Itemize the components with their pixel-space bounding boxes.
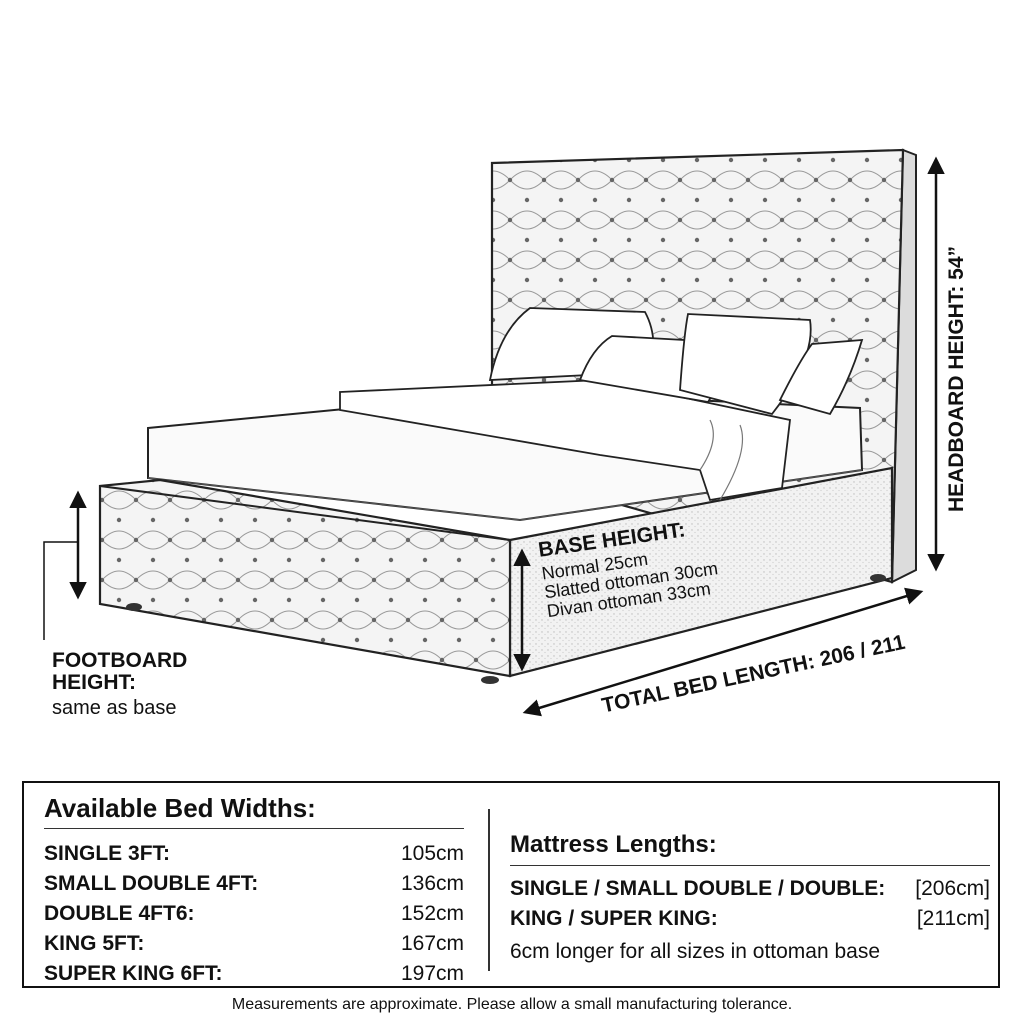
mattress-row: SINGLE / SMALL DOUBLE / DOUBLE: [206cm]	[510, 874, 990, 904]
mattress-name: KING / SUPER KING:	[510, 907, 718, 930]
footboard	[98, 478, 886, 684]
mattress-value: [206cm]	[915, 877, 990, 900]
width-name: SUPER KING 6FT:	[44, 962, 223, 985]
table-divider	[488, 809, 490, 971]
width-row: SUPER KING 6FT: 197cm	[44, 959, 464, 989]
width-name: DOUBLE 4FT6:	[44, 902, 195, 925]
mattress-value: [211cm]	[916, 907, 990, 930]
width-row: SINGLE 3FT: 105cm	[44, 839, 464, 869]
width-row: DOUBLE 4FT6: 152cm	[44, 899, 464, 929]
mattress-note: 6cm longer for all sizes in ottoman base	[510, 940, 881, 963]
footboard-height-label: FOOTBOARD HEIGHT:	[52, 649, 188, 695]
spec-table: Available Bed Widths: SINGLE 3FT: 105cm …	[22, 781, 1000, 988]
headboard-height-label: HEADBOARD HEIGHT: 54”	[945, 245, 968, 512]
width-name: SINGLE 3FT:	[44, 842, 171, 865]
footer-disclaimer: Measurements are approximate. Please all…	[231, 996, 793, 1013]
width-name: KING 5FT:	[44, 932, 145, 955]
mattress-name: SINGLE / SMALL DOUBLE / DOUBLE:	[510, 877, 886, 900]
width-value: 152cm	[400, 902, 464, 925]
width-value: 167cm	[400, 932, 464, 955]
width-value: 105cm	[400, 842, 464, 865]
width-name: SMALL DOUBLE 4FT:	[44, 872, 259, 895]
width-row: KING 5FT: 167cm	[44, 929, 464, 959]
widths-title: Available Bed Widths:	[44, 793, 464, 829]
widths-section: Available Bed Widths: SINGLE 3FT: 105cm …	[44, 793, 464, 989]
mattress-title: Mattress Lengths:	[510, 831, 990, 866]
width-value: 136cm	[400, 872, 464, 895]
pillows	[488, 307, 864, 416]
mattress-section: Mattress Lengths: SINGLE / SMALL DOUBLE …	[510, 831, 990, 964]
length-dimension-arrow	[522, 587, 924, 717]
footboard-height-note: same as base	[52, 697, 177, 719]
footboard-title-line2: HEIGHT:	[52, 671, 136, 695]
footboard-dimension-arrow	[43, 490, 87, 640]
width-value: 197cm	[400, 962, 464, 985]
footboard-title-line1: FOOTBOARD	[52, 649, 188, 672]
bed-illustration	[43, 148, 945, 717]
mattress-row: KING / SUPER KING: [211cm]	[510, 904, 990, 934]
width-row: SMALL DOUBLE 4FT: 136cm	[44, 869, 464, 899]
